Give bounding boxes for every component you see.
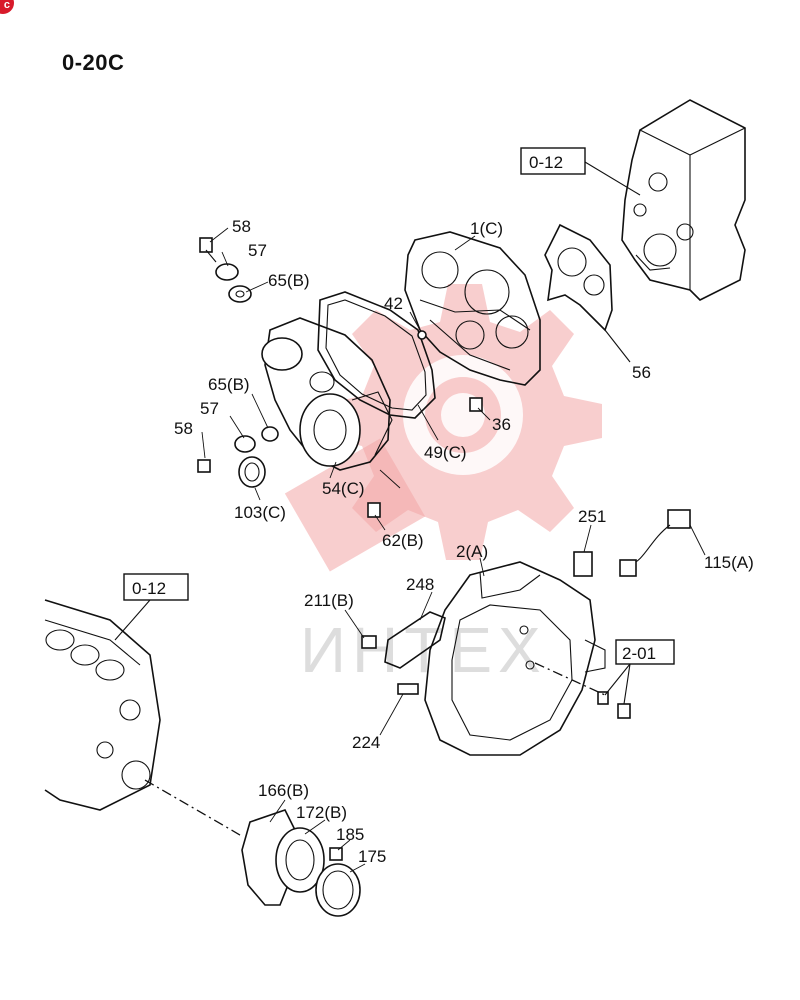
engine-block-lower xyxy=(44,599,161,811)
corner-badge: c xyxy=(0,0,14,14)
ref-box-2-01[interactable]: 2-01 xyxy=(615,639,675,665)
callout-54c: 54(C) xyxy=(322,479,365,498)
svg-text:0-12: 0-12 xyxy=(529,153,563,172)
callout-58-upper: 58 xyxy=(232,217,251,236)
callout-56: 56 xyxy=(632,363,651,382)
callout-58-lower: 58 xyxy=(174,419,193,438)
plug-251 xyxy=(573,551,593,577)
sensor-115a xyxy=(619,509,691,577)
leader-lines xyxy=(201,227,706,873)
pin-42 xyxy=(417,330,427,340)
callout-65b-upper: 65(B) xyxy=(268,271,310,290)
callout-248: 248 xyxy=(406,575,434,594)
callout-166b: 166(B) xyxy=(258,781,309,800)
bolt-62b xyxy=(367,502,381,518)
cover-plate-248 xyxy=(384,611,446,669)
front-cover-assembly xyxy=(261,317,393,471)
callout-103c: 103(C) xyxy=(234,503,286,522)
watermark-text: ИНТЕХ xyxy=(300,614,547,686)
ref-box-0-12-top[interactable]: 0-12 xyxy=(520,147,586,175)
oil-seal-175 xyxy=(315,863,361,917)
timing-gear-case xyxy=(404,231,541,386)
callout-185: 185 xyxy=(336,825,364,844)
callout-2a: 2(A) xyxy=(456,542,488,561)
oil-seal-103c xyxy=(238,456,266,488)
page-reference-title: 0-20C xyxy=(62,50,125,75)
stud-211b xyxy=(361,635,377,649)
gasket-65b-lower xyxy=(261,426,279,442)
plate-57-upper xyxy=(215,263,239,281)
callout-175: 175 xyxy=(358,847,386,866)
callout-62b: 62(B) xyxy=(382,531,424,550)
watermark-gear-logo xyxy=(284,284,602,572)
callout-65b-lower: 65(B) xyxy=(208,375,250,394)
callout-115a: 115(A) xyxy=(704,553,754,572)
gasket-49 xyxy=(317,291,436,419)
stud-224 xyxy=(397,683,419,695)
svg-text:2-01: 2-01 xyxy=(622,644,656,663)
ref-box-0-12-bottom[interactable]: 0-12 xyxy=(123,573,189,601)
flywheel-housing xyxy=(424,561,606,756)
callout-57-lower: 57 xyxy=(200,399,219,418)
callout-251: 251 xyxy=(578,507,606,526)
bolt-58-lower xyxy=(197,459,211,473)
gasket-56 xyxy=(544,223,613,332)
plate-57-lower xyxy=(234,435,256,453)
bolt-58-upper xyxy=(199,237,217,263)
gasket-65b-upper xyxy=(228,285,252,303)
svg-text:0-12: 0-12 xyxy=(132,579,166,598)
callout-49c: 49(C) xyxy=(424,443,467,462)
rear-seal-retainer xyxy=(241,809,325,906)
callout-42: 42 xyxy=(384,294,403,313)
callout-211b: 211(B) xyxy=(304,591,354,610)
engine-block-upper xyxy=(621,99,746,301)
callout-172b: 172(B) xyxy=(296,803,347,822)
bolt-185 xyxy=(329,847,343,861)
callout-1c: 1(C) xyxy=(470,219,503,238)
callout-57-upper: 57 xyxy=(248,241,267,260)
callout-36: 36 xyxy=(492,415,511,434)
callout-224: 224 xyxy=(352,733,380,752)
bolt-36 xyxy=(469,397,483,412)
